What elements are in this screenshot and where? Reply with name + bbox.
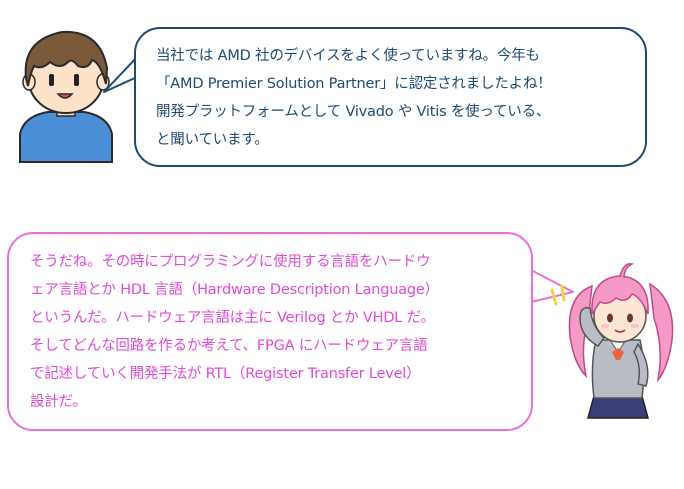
boy-line-3: 開発プラットフォームとして Vivado や Vitis を使っている、 — [156, 104, 551, 120]
girl-line-4: そしてどんな回路を作るか考えて、FPGA にハードウェア言語 — [30, 338, 428, 354]
boy-speech-bubble: 当社では AMD 社のデバイスをよく使っていますね。今年も 「AMD Premi… — [134, 27, 647, 167]
girl-line-1: そうだね。その時にプログラミングに使用する言語をハードウ — [30, 254, 431, 270]
girl-avatar — [550, 263, 674, 419]
girl-line-2: ェア言語とか HDL 言語（Hardware Description Langu… — [30, 282, 439, 298]
boy-line-1: 当社では AMD 社のデバイスをよく使っていますね。今年も — [156, 48, 540, 64]
boy-line-2: 「AMD Premier Solution Partner」に認定されましたよね… — [156, 76, 552, 92]
girl-line-6: 設計だ。 — [30, 394, 87, 410]
boy-avatar — [19, 30, 113, 163]
boy-bubble-tail — [103, 56, 138, 93]
girl-line-5: で記述していく開発手法が RTL（Register Transfer Level… — [30, 366, 421, 382]
boy-line-4: と聞いています。 — [156, 132, 269, 148]
girl-speech-bubble: そうだね。その時にプログラミングに使用する言語をハードウ ェア言語とか HDL … — [7, 232, 533, 431]
girl-line-3: というんだ。ハードウェア言語は主に Verilog とか VHDL だ。 — [30, 310, 435, 326]
